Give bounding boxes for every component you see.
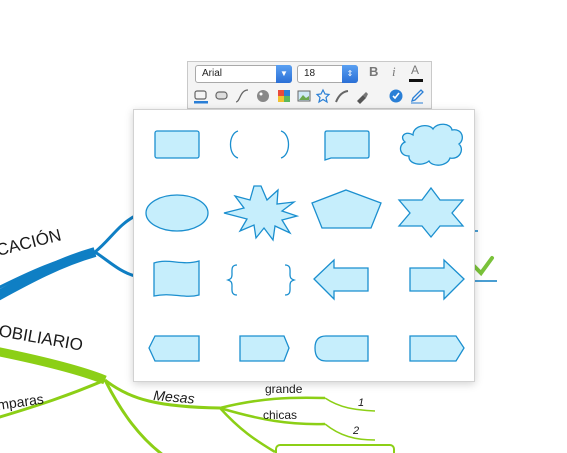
shape-callout-rectangle[interactable] bbox=[324, 130, 370, 161]
shape-braces[interactable] bbox=[225, 264, 297, 296]
shape-pentagon[interactable] bbox=[311, 189, 382, 229]
chevron-down-icon[interactable]: ▼ bbox=[276, 65, 292, 83]
topic-tables[interactable]: Mesas bbox=[153, 387, 195, 407]
shape-right-pointed-tab[interactable] bbox=[409, 335, 465, 362]
shape-hexagon[interactable] bbox=[148, 335, 200, 362]
shape-icon[interactable] bbox=[193, 88, 209, 104]
bold-button[interactable]: B bbox=[369, 64, 379, 79]
topic-small[interactable]: chicas bbox=[263, 408, 297, 422]
font-size-stepper[interactable]: 18 ⇕ bbox=[297, 65, 358, 83]
topic-two[interactable]: 2 bbox=[352, 425, 359, 437]
shape-cloud[interactable] bbox=[399, 123, 463, 166]
green-branch bbox=[0, 347, 395, 453]
shape-wave-banner[interactable] bbox=[153, 260, 200, 297]
shape-picker-panel bbox=[133, 109, 475, 382]
relationship-icon[interactable] bbox=[234, 88, 250, 104]
color-palette-icon[interactable] bbox=[276, 88, 292, 104]
shape-starburst[interactable] bbox=[223, 185, 300, 242]
image-icon[interactable] bbox=[296, 88, 312, 104]
shape-left-arrow[interactable] bbox=[313, 258, 369, 301]
boundary-icon[interactable] bbox=[214, 88, 230, 104]
marker-icon[interactable] bbox=[315, 88, 331, 104]
italic-button[interactable]: i bbox=[392, 64, 396, 79]
style-icon[interactable] bbox=[255, 88, 271, 104]
topic-furniture[interactable]: OBILIARIO bbox=[0, 321, 84, 354]
shape-right-arrow-pentagon[interactable] bbox=[239, 335, 290, 362]
shape-brackets[interactable] bbox=[229, 130, 290, 159]
topic-lamps[interactable]: mparas bbox=[0, 391, 45, 413]
topic-one[interactable]: 1 bbox=[358, 397, 364, 409]
text-color-swatch bbox=[409, 79, 423, 82]
blue-branch bbox=[0, 214, 136, 301]
font-family-value: Arial bbox=[202, 68, 223, 79]
shape-six-point-star[interactable] bbox=[397, 186, 465, 239]
check-icon bbox=[472, 256, 494, 277]
format-toolbar: Arial ▼ 18 ⇕ B i A bbox=[187, 61, 432, 109]
font-size-value: 18 bbox=[304, 68, 316, 79]
shape-left-rounded-tab[interactable] bbox=[314, 335, 369, 362]
task-icon[interactable] bbox=[388, 88, 404, 104]
stepper-arrows-icon[interactable]: ⇕ bbox=[342, 65, 358, 83]
shape-ellipse[interactable] bbox=[145, 194, 209, 232]
topic-education[interactable]: CACIÓN bbox=[0, 225, 63, 259]
font-family-select[interactable]: Arial ▼ bbox=[195, 65, 292, 83]
shape-right-arrow[interactable] bbox=[409, 258, 465, 301]
curve-icon[interactable] bbox=[334, 88, 350, 104]
pen-icon[interactable] bbox=[409, 88, 425, 104]
shape-rectangle[interactable] bbox=[154, 130, 200, 159]
highlighter-icon[interactable] bbox=[354, 88, 370, 104]
shape-grid bbox=[145, 123, 465, 362]
text-color-button[interactable]: A bbox=[411, 63, 420, 77]
topic-large[interactable]: grande bbox=[265, 382, 303, 396]
